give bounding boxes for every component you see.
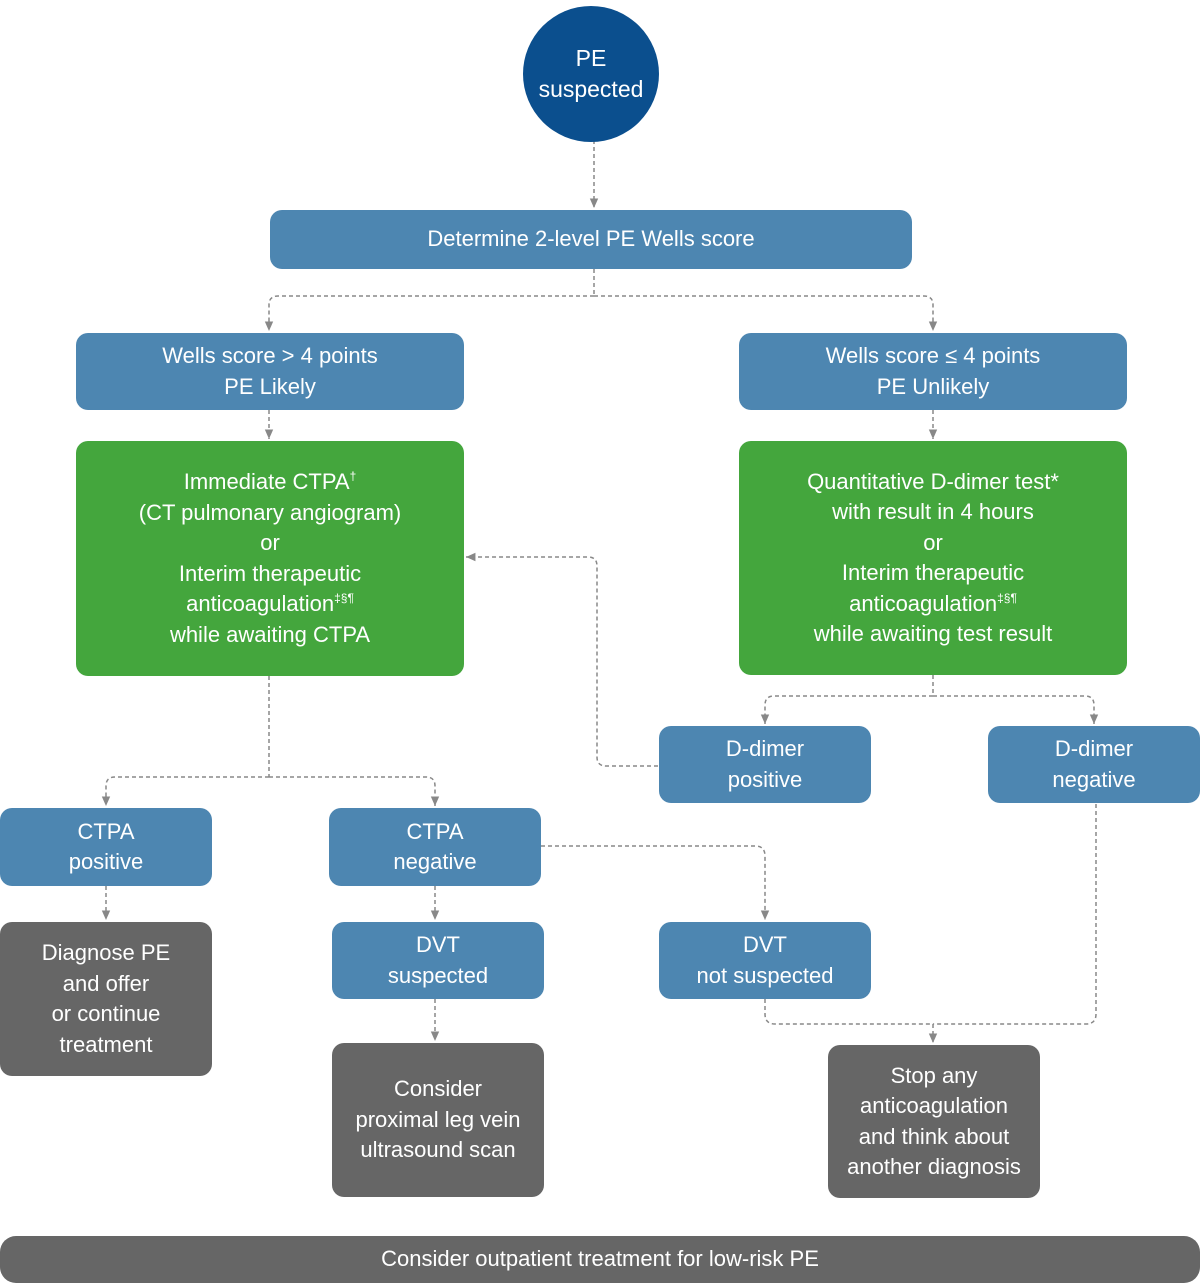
d-dimer-test-node: Quantitative D-dimer test* with result i… [739,441,1127,675]
ctpa-negative-node: CTPA negative [329,808,541,886]
node-text: Interim therapeutic [841,560,1025,585]
node-text: proximal leg vein [355,1106,521,1132]
pe-suspected-node: PE suspected [523,6,659,142]
d-dimer-positive-node: D-dimer positive [659,726,871,803]
node-text: Diagnose PE [41,940,171,965]
node-text: Quantitative D-dimer test* [807,468,1059,494]
connector-wells-to-unlikely [594,295,938,331]
wells-score-node: Determine 2-level PE Wells score [270,210,912,269]
footnote-mark: ‡§¶ [997,590,1017,605]
connector-dvt-not-to-merge [764,999,933,1025]
diagnose-pe-node: Diagnose PE and offer or continue treatm… [0,922,212,1076]
node-text: PE Unlikely [876,373,990,399]
node-text: suspected [538,76,644,102]
node-text: D-dimer [725,736,805,761]
node-text: positive [727,766,803,792]
dvt-suspected-node: DVT suspected [332,922,544,999]
node-text: Consider [393,1076,483,1102]
connector-negative-to-dvt-not [541,845,770,920]
node-text: with result in 4 hours [832,499,1034,524]
node-text: and think about [858,1123,1010,1149]
connector-ddimer-to-positive [760,695,933,724]
node-text: DVT [416,932,460,957]
d-dimer-negative-node: D-dimer negative [988,726,1200,803]
node-text: PE Likely [224,373,316,399]
node-text: or [923,529,943,555]
node-text: or continue [51,1001,161,1026]
pe-likely-node: Wells score > 4 points PE Likely [76,333,464,410]
node-text: or [260,530,280,555]
ctpa-positive-node: CTPA positive [0,808,212,886]
node-text: anticoagulation [859,1093,1008,1118]
ultrasound-scan-node: Consider proximal leg vein ultrasound sc… [332,1043,544,1197]
node-text: Determine 2-level PE Wells score [427,226,755,252]
node-text: (CT pulmonary angiogram) [138,499,402,525]
node-text: D-dimer [1054,736,1134,761]
node-text: anticoagulation [186,591,335,616]
node-text: negative [393,849,477,874]
node-text: ultrasound scan [360,1137,516,1163]
node-text: PE [575,45,607,71]
node-text: Wells score ≤ 4 points [825,343,1041,368]
connector-negative-to-merge [933,804,1097,1025]
node-text: not suspected [696,962,834,988]
node-text: CTPA [406,818,464,844]
node-text: anticoagulation‡§¶ [186,589,354,620]
pe-unlikely-node: Wells score ≤ 4 points PE Unlikely [739,333,1127,410]
node-text: while awaiting CTPA [169,621,371,647]
dvt-not-suspected-node: DVT not suspected [659,922,871,999]
node-text: negative [1052,766,1136,792]
footnote-mark: ‡§¶ [334,591,354,605]
node-text: DVT [743,932,787,957]
node-text: Immediate CTPA [183,469,350,494]
footnote-mark: † [349,469,357,483]
node-text: treatment [59,1031,153,1057]
connector-positive-back-to-ctpa [466,552,658,767]
node-text: CTPA [77,818,135,844]
outpatient-treatment-banner: Consider outpatient treatment for low-ri… [0,1236,1200,1283]
node-text: Interim therapeutic [178,560,362,586]
node-text: anticoagulation‡§¶ [849,589,1017,620]
node-text: suspected [387,962,489,988]
stop-anticoagulation-node: Stop any anticoagulation and think about… [828,1045,1040,1198]
immediate-ctpa-node: Immediate CTPA† (CT pulmonary angiogram)… [76,441,464,676]
node-text: another diagnosis [847,1154,1021,1179]
connector-ctpa-to-positive [101,776,269,806]
node-text: Consider outpatient treatment for low-ri… [381,1246,819,1272]
node-text: Wells score > 4 points [162,343,378,368]
connector-ctpa-to-negative [269,776,440,806]
node-text: anticoagulation [849,590,998,616]
node-text: Stop any [890,1062,978,1088]
node-text: Immediate CTPA† [184,467,357,498]
connector-ddimer-to-negative [933,695,1099,724]
node-text: and offer [62,970,150,996]
node-text: positive [68,849,144,874]
connector-wells-to-likely [264,295,594,331]
node-text: while awaiting test result [813,621,1053,646]
